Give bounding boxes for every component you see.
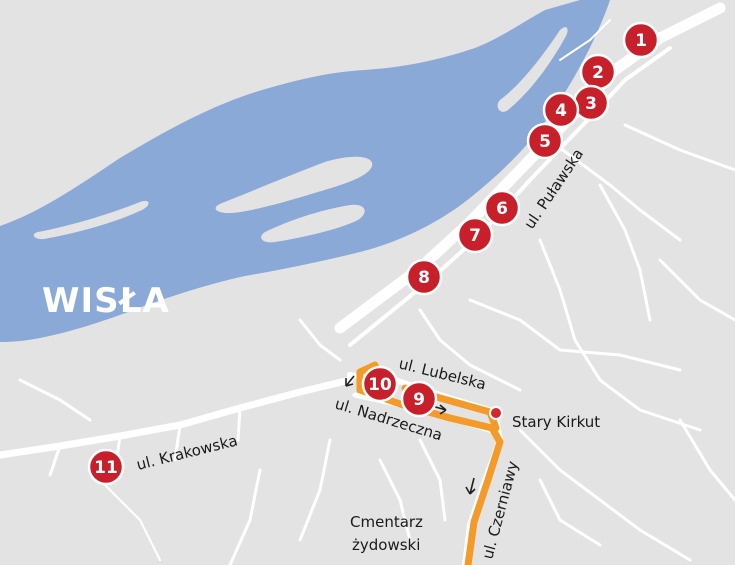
marker-1[interactable]: 1 [622,21,660,59]
marker-number: 7 [469,226,481,246]
marker-circle [361,365,399,403]
marker-number: 1 [635,31,647,51]
marker-10[interactable]: 10 [361,365,399,403]
marker-circle [456,216,494,254]
marker-2[interactable]: 2 [579,53,617,91]
marker-circle [405,258,443,296]
marker-11[interactable]: 11 [87,448,125,486]
direction-arrow-icon [345,375,355,387]
marker-number: 6 [496,199,508,219]
place-label-stary-kirkut: Stary Kirkut [512,413,600,431]
marker-3[interactable]: 3 [572,84,610,122]
marker-number: 3 [585,94,597,114]
marker-number: 9 [413,390,425,410]
place-label-cmentarz-1: Cmentarz [350,513,423,531]
marker-number: 4 [555,101,567,121]
place-label-cmentarz-2: żydowski [352,536,420,554]
marker-4[interactable]: 4 [542,91,580,129]
marker-circle [483,189,521,227]
marker-circle [400,380,438,418]
poi-dot-stary-kirkut [489,406,503,420]
river-label: WISŁA [42,281,170,321]
river-island [261,204,365,243]
marker-6[interactable]: 6 [483,189,521,227]
marker-circle [87,448,125,486]
marker-5[interactable]: 5 [526,122,564,160]
marker-circle [526,122,564,160]
marker-circle [622,21,660,59]
marker-number: 10 [368,375,392,395]
marker-number: 11 [94,458,118,478]
marker-8[interactable]: 8 [405,258,443,296]
river-island [215,156,373,214]
numbered-markers: 1 2 345 67 8 9 10 11 [87,21,660,486]
marker-number: 8 [418,268,430,288]
river-island [497,27,568,112]
marker-7[interactable]: 7 [456,216,494,254]
direction-arrow-icon [465,477,476,495]
marker-9[interactable]: 9 [400,380,438,418]
river-island [33,200,149,240]
marker-circle [542,91,580,129]
marker-number: 5 [539,132,551,152]
marker-number: 2 [592,63,604,83]
